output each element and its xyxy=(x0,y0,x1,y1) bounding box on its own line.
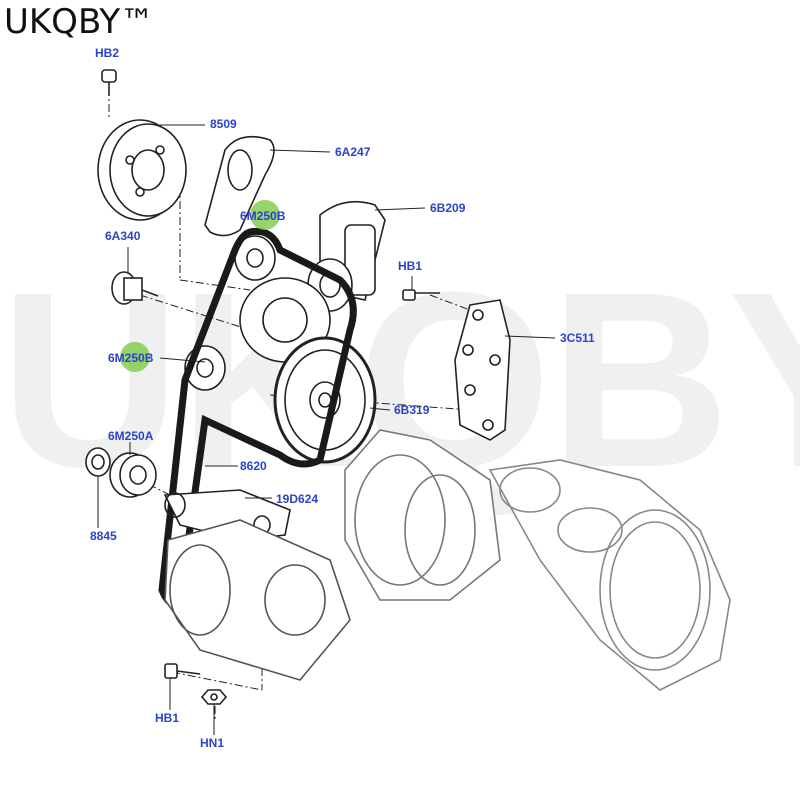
callout-hb2: HB2 xyxy=(95,46,120,60)
callout-6m250a: 6M250A xyxy=(108,429,154,443)
callout-hb1-right: HB1 xyxy=(398,259,423,273)
callout-6a247: 6A247 xyxy=(335,145,371,159)
brand-logo-text: UKQBY™ xyxy=(4,2,155,42)
alternator xyxy=(344,429,501,601)
callout-6b209: 6B209 xyxy=(430,201,466,215)
pulley-6m250a xyxy=(109,452,157,498)
bolt-hb1-right xyxy=(402,289,440,301)
callout-8509: 8509 xyxy=(210,117,237,131)
callout-3c511: 3C511 xyxy=(560,331,595,345)
ac-compressor xyxy=(164,519,351,681)
callout-6m250b-left: 6M250B xyxy=(108,351,154,365)
callout-8620: 8620 xyxy=(240,459,267,473)
highlight-marker-top xyxy=(250,200,280,230)
bracket-6a247 xyxy=(204,135,275,237)
callout-8845: 8845 xyxy=(90,529,117,543)
bracket-3c511 xyxy=(454,299,511,441)
bolt-hb1-bottom xyxy=(164,663,201,679)
callout-6a340: 6A340 xyxy=(105,229,141,243)
cap-8845 xyxy=(85,447,111,477)
callout-6b319: 6B319 xyxy=(394,403,430,417)
bolt-hb2 xyxy=(101,69,117,96)
highlight-marker-left xyxy=(120,342,150,372)
callout-leaders xyxy=(97,124,556,735)
crank-damper-6b319 xyxy=(273,336,377,464)
nut-hn1 xyxy=(200,689,228,705)
callout-hb1-bottom: HB1 xyxy=(155,711,180,725)
belt-8620 xyxy=(158,227,357,607)
idler-pulley-top xyxy=(234,235,276,281)
callout-hn1: HN1 xyxy=(200,736,225,750)
callout-6m250b-top: 6M250B xyxy=(240,209,286,223)
callout-19d624: 19D624 xyxy=(276,492,319,506)
bushing-6a340 xyxy=(111,271,159,305)
crankshaft xyxy=(488,459,731,691)
pulley-8509 xyxy=(97,119,187,221)
